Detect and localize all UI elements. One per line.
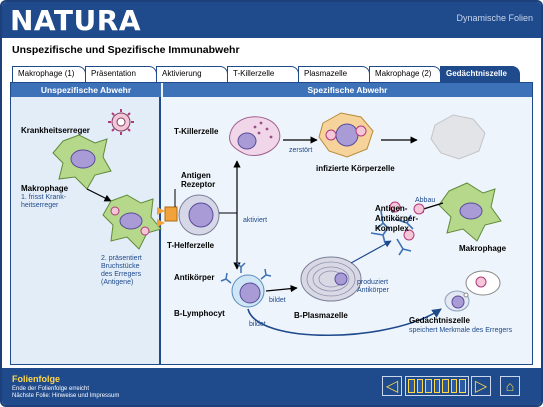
- macrophage-presenting-icon: [102, 194, 165, 250]
- destroyed-cell-icon: [430, 114, 486, 160]
- header-subtitle: Dynamische Folien: [456, 13, 533, 23]
- memory-cell-icon: [444, 270, 501, 312]
- prev-button[interactable]: ◁: [382, 376, 402, 396]
- label-komplex-line3: Komplex: [375, 224, 409, 233]
- label-t-killerzelle: T-Killerzelle: [174, 127, 219, 136]
- tab-bar: Makrophage (1) Präsentation Aktivierung …: [12, 66, 520, 82]
- antigen-icon: [389, 201, 415, 241]
- footer-bar: Folienfolge Ende der Folienfolge erreich…: [2, 368, 541, 405]
- label-step1-line2: heitserreger: [21, 202, 59, 209]
- footer-status: Ende der Folienfolge erreicht: [12, 386, 90, 392]
- slide-progress-bar: [405, 376, 469, 396]
- tab-makrophage-2[interactable]: Makrophage (2): [369, 66, 441, 82]
- label-produziert: produziert: [357, 279, 389, 286]
- home-icon[interactable]: ⌂: [500, 376, 520, 396]
- label-antigen: Antigen: [181, 171, 211, 180]
- label-rezeptor: Rezeptor: [181, 180, 216, 189]
- footer-title: Folienfolge: [12, 374, 60, 384]
- label-komplex-line1: Antigen-: [375, 204, 408, 213]
- tab-gedaechtniszelle[interactable]: Gedächtniszelle: [440, 66, 520, 82]
- label-aktiviert: aktiviert: [243, 217, 268, 224]
- label-makrophage: Makrophage: [21, 184, 69, 193]
- label-produziert-antikoerper: Antikörper: [357, 287, 389, 294]
- label-gedaechtniszelle: Gedächtniszelle: [409, 316, 470, 325]
- plasma-cell-icon: [300, 256, 362, 302]
- label-zerstoert: zerstört: [289, 147, 313, 154]
- immune-diagram: [52, 109, 502, 337]
- tab-aktivierung[interactable]: Aktivierung: [156, 66, 228, 82]
- label-step1-line1: 1. frisst Krank-: [21, 194, 67, 201]
- t-helper-cell-icon: [164, 194, 220, 236]
- label-makrophage-2: Makrophage: [459, 244, 507, 253]
- antibody-complex-icon: [370, 210, 414, 256]
- right-column-title: Spezifische Abwehr: [163, 83, 532, 97]
- footer-next-info: Nächste Folie: Hinweise und Impressum: [12, 393, 120, 399]
- left-column-title: Unspezifische Abwehr: [11, 83, 161, 97]
- pathogen-icon: [108, 109, 134, 135]
- tab-plasmazelle[interactable]: Plasmazelle: [298, 66, 370, 82]
- tab-makrophage-1[interactable]: Makrophage (1): [12, 66, 86, 82]
- label-krankheitserreger: Krankheitserreger: [21, 126, 90, 135]
- label-infizierte-koerperzelle: infizierte Körperzelle: [316, 164, 395, 173]
- macrophage-icon: [52, 134, 112, 190]
- label-bildet-2: bildet: [249, 321, 266, 328]
- label-step2-line2: Bruchstücke: [101, 263, 140, 270]
- label-bildet-1: bildet: [269, 297, 286, 304]
- header-bar: NATURA Dynamische Folien: [2, 2, 541, 38]
- label-step2-line1: 2. präsentiert: [101, 255, 142, 262]
- brand-logo: NATURA: [10, 4, 141, 37]
- tab-t-killerzelle[interactable]: T-Killerzelle: [227, 66, 299, 82]
- tab-praesentation[interactable]: Präsentation: [85, 66, 157, 82]
- infected-cell-icon: [318, 112, 374, 158]
- label-b-plasmazelle: B-Plasmazelle: [294, 311, 348, 320]
- label-b-lymphocyt: B-Lymphocyt: [174, 309, 225, 318]
- label-t-helferzelle: T-Helferzelle: [167, 241, 215, 250]
- abbau-antigen-icon: [413, 203, 425, 215]
- label-speichert: speichert Merkmale des Erregers: [409, 327, 513, 334]
- label-komplex-line2: Antikörper-: [375, 214, 419, 223]
- diagram-panel: Unspezifische Abwehr Spezifische Abwehr: [10, 82, 533, 365]
- label-step2-line3: des Erregers: [101, 271, 142, 278]
- label-abbau: Abbau: [415, 197, 436, 204]
- label-antikoerper: Antikörper: [174, 273, 215, 282]
- page-title: Unspezifische und Spezifische Immunabweh…: [12, 44, 240, 56]
- macrophage-right-icon: [438, 182, 502, 242]
- next-button[interactable]: ▷: [471, 376, 491, 396]
- label-step2-line4: (Antigene): [101, 279, 134, 286]
- b-lymphocyte-icon: [220, 262, 272, 308]
- t-killer-cell-icon: [229, 116, 281, 157]
